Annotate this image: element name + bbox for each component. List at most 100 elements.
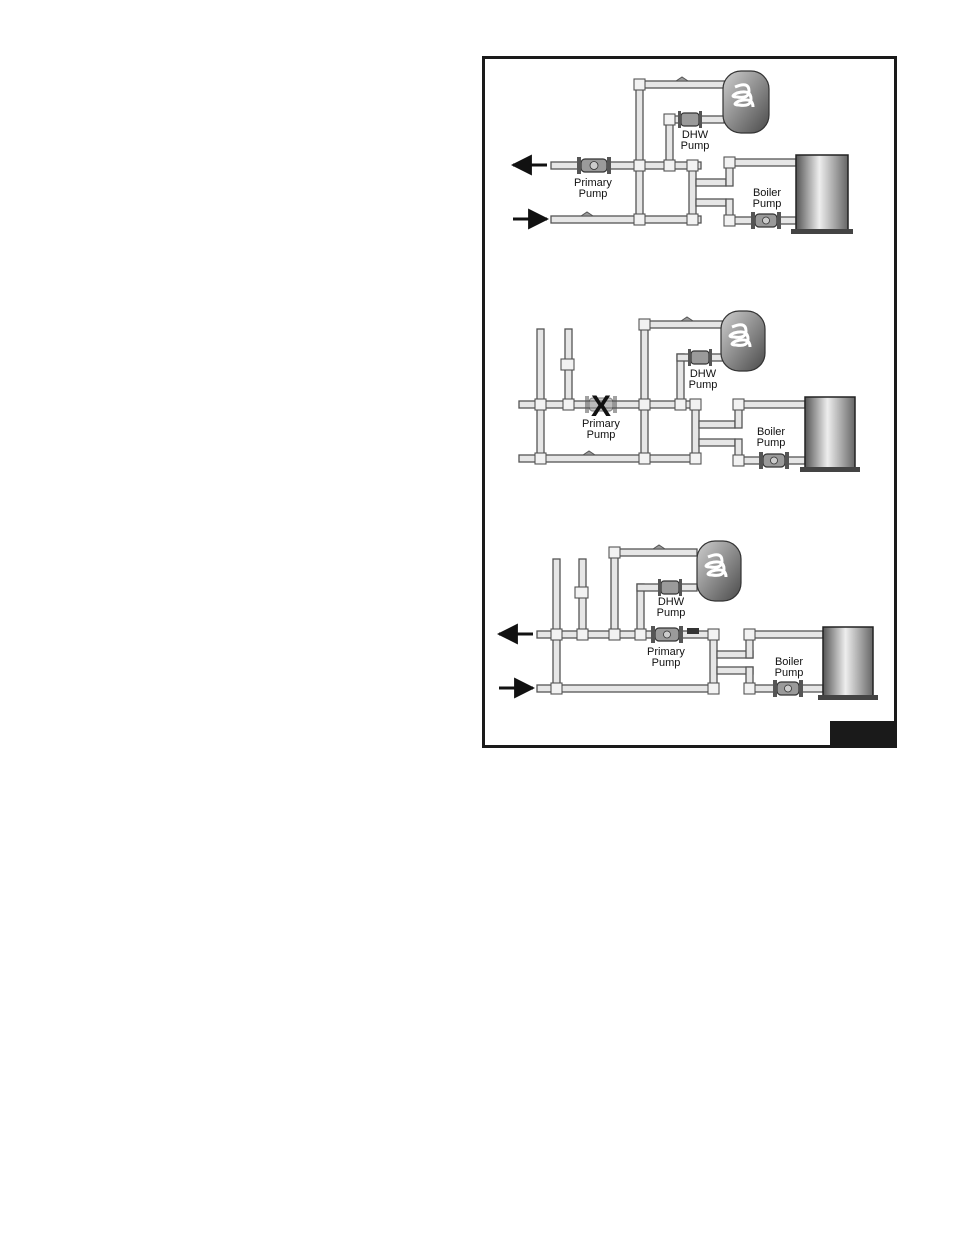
boiler-tee-pipe bbox=[695, 178, 727, 187]
boiler-pump bbox=[773, 680, 803, 697]
tee-fitting bbox=[638, 398, 651, 411]
boiler-tee-pipe bbox=[698, 438, 736, 447]
diagram-c: DHW Pump Primary Pump Boiler Pump bbox=[496, 540, 878, 700]
elbow-fitting bbox=[743, 628, 756, 641]
primary-pump-label-line2: Pump bbox=[579, 188, 608, 200]
elbow-fitting bbox=[689, 398, 702, 411]
boiler-pump-label-line1: Boiler bbox=[775, 656, 803, 668]
zone-valve-icon bbox=[574, 586, 589, 599]
piping-diagrams-canvas: DHW Pump Primary Pump Boiler Pump bbox=[496, 70, 878, 700]
boiler-pump bbox=[751, 212, 781, 229]
elbow-fitting bbox=[723, 156, 736, 169]
boiler-pump-label-line2: Pump bbox=[757, 437, 786, 449]
boiler bbox=[804, 396, 856, 470]
tee-fitting bbox=[608, 628, 621, 641]
boiler-supply-pipe bbox=[734, 400, 806, 409]
boiler-pump-label-line1: Boiler bbox=[757, 426, 785, 438]
dhw-supply-riser bbox=[610, 548, 619, 636]
primary-pump bbox=[585, 396, 617, 413]
boiler bbox=[795, 154, 849, 232]
primary-pump-label-line2: Pump bbox=[587, 429, 616, 441]
zone-riser-pipe bbox=[536, 328, 545, 460]
piping-diagram-figure: DHW Pump Primary Pump Boiler Pump bbox=[482, 56, 897, 748]
check-valve-icon bbox=[674, 76, 690, 82]
check-valve-icon bbox=[579, 211, 595, 217]
dhw-coil-icon bbox=[704, 553, 728, 578]
elbow-fitting bbox=[723, 214, 736, 227]
tee-fitting bbox=[674, 398, 687, 411]
tee-fitting bbox=[576, 628, 589, 641]
dhw-pump-label-line2: Pump bbox=[657, 607, 686, 619]
primary-pump-label-line2: Pump bbox=[652, 657, 681, 669]
dhw-top-pipe bbox=[610, 548, 698, 557]
primary-pump bbox=[651, 626, 683, 643]
tee-fitting bbox=[633, 159, 646, 172]
check-valve-icon bbox=[679, 316, 695, 322]
dhw-pump-label-line1: DHW bbox=[690, 368, 717, 380]
elbow-fitting bbox=[686, 159, 699, 172]
elbow-fitting bbox=[638, 318, 651, 331]
tee-fitting bbox=[550, 682, 563, 695]
dhw-supply-riser bbox=[635, 80, 644, 222]
dhw-coil-icon bbox=[731, 83, 755, 108]
check-valve-icon bbox=[651, 544, 667, 550]
boiler-pump-label-line2: Pump bbox=[753, 198, 782, 210]
primary-pump-label-line1: Primary bbox=[582, 418, 620, 430]
dhw-supply-riser bbox=[640, 320, 649, 462]
dhw-pump-label-line1: DHW bbox=[658, 596, 685, 608]
diagram-b: X DHW Pump Primary Pump Boiler Pump bbox=[518, 310, 860, 472]
tee-fitting bbox=[534, 398, 547, 411]
pump-disabled-mark: X bbox=[591, 390, 611, 423]
boiler-pump-label-line2: Pump bbox=[775, 667, 804, 679]
dhw-pump-label-line2: Pump bbox=[689, 379, 718, 391]
tee-fitting bbox=[663, 159, 676, 172]
dhw-tank bbox=[722, 70, 770, 134]
dhw-pump bbox=[678, 111, 702, 128]
boiler-base bbox=[800, 467, 860, 472]
tee-fitting bbox=[638, 452, 651, 465]
primary-pump-label-line1: Primary bbox=[647, 646, 685, 658]
supply-main-pipe bbox=[550, 161, 702, 170]
zone-riser-pipe bbox=[552, 558, 561, 692]
boiler-tee-pipe bbox=[698, 420, 736, 429]
boiler-tee-pipe bbox=[695, 198, 727, 207]
primary-pump-label-line1: Primary bbox=[574, 177, 612, 189]
tee-fitting bbox=[562, 398, 575, 411]
elbow-fitting bbox=[707, 682, 720, 695]
flow-check-icon bbox=[687, 628, 699, 634]
tee-fitting bbox=[633, 213, 646, 226]
dhw-pump bbox=[658, 579, 682, 596]
elbow-fitting bbox=[689, 452, 702, 465]
boiler-supply-pipe bbox=[725, 158, 797, 167]
boiler-pump bbox=[759, 452, 789, 469]
boiler-supply-pipe bbox=[745, 630, 824, 639]
elbow-fitting bbox=[686, 213, 699, 226]
elbow-fitting bbox=[707, 628, 720, 641]
dhw-top-pipe bbox=[640, 320, 726, 329]
elbow-fitting bbox=[743, 682, 756, 695]
dhw-coil-icon bbox=[728, 323, 752, 348]
return-main-pipe bbox=[550, 215, 702, 224]
elbow-fitting bbox=[608, 546, 621, 559]
primary-pump bbox=[577, 157, 611, 174]
dhw-top-pipe bbox=[635, 80, 727, 89]
check-valve-icon bbox=[581, 450, 597, 456]
boiler-base bbox=[818, 695, 878, 700]
boiler-pump-label-line1: Boiler bbox=[753, 187, 781, 199]
dhw-pump-label-line2: Pump bbox=[681, 140, 710, 152]
diagram-a: DHW Pump Primary Pump Boiler Pump bbox=[510, 70, 853, 234]
dhw-pump bbox=[688, 349, 712, 366]
elbow-fitting bbox=[663, 113, 676, 126]
zone-valve-icon bbox=[560, 358, 575, 371]
elbow-fitting bbox=[633, 78, 646, 91]
boiler-base bbox=[791, 229, 853, 234]
tee-fitting bbox=[634, 628, 647, 641]
elbow-fitting bbox=[732, 454, 745, 467]
elbow-fitting bbox=[732, 398, 745, 411]
boiler bbox=[822, 626, 874, 698]
tee-fitting bbox=[534, 452, 547, 465]
dhw-pump-label-line1: DHW bbox=[682, 129, 709, 141]
figure-number-tab bbox=[830, 721, 894, 745]
tee-fitting bbox=[550, 628, 563, 641]
return-main-pipe bbox=[536, 684, 718, 693]
